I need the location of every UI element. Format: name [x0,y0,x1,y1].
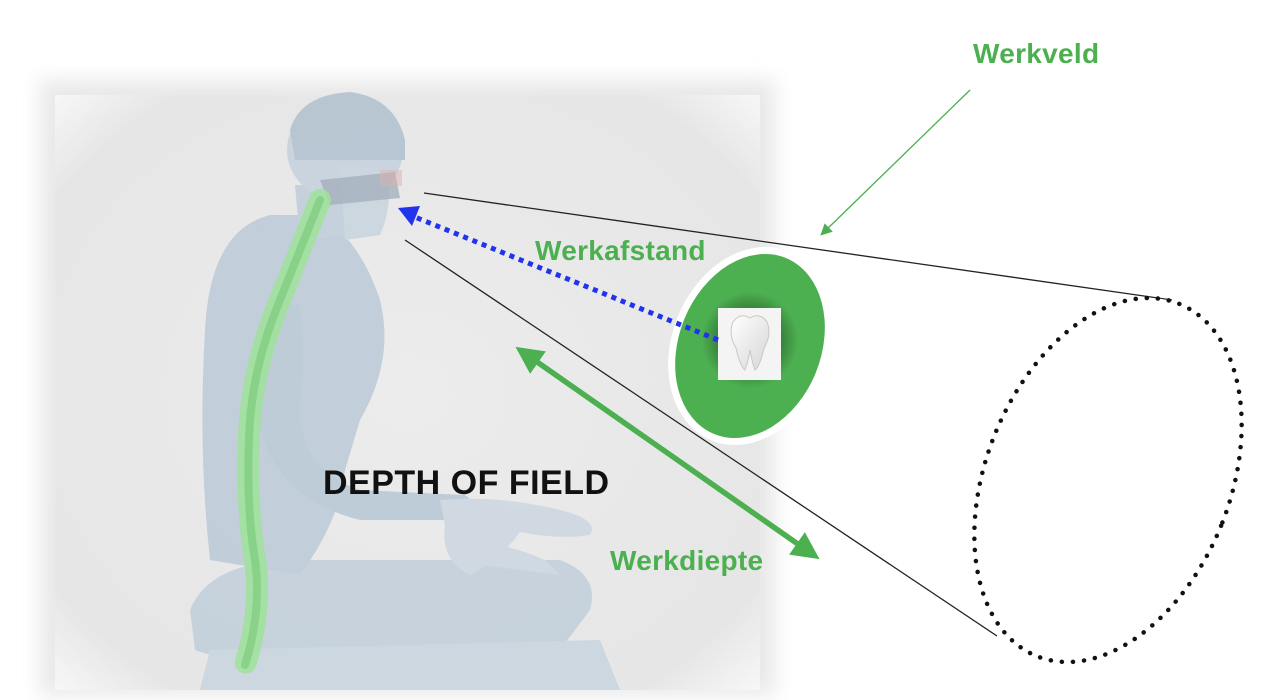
working-depth-arrow [515,346,820,560]
spine-illustration [234,189,331,676]
werkveld-pointer-arrow [820,89,971,236]
cone-upper-line [423,192,1173,301]
far-field-ellipse [972,295,1244,665]
werkdiepte-label: Werkdiepte [610,545,764,576]
depth-of-field-title: DEPTH OF FIELD [323,464,610,502]
werkafstand-label: Werkafstand [535,235,706,266]
working-distance-line [398,206,719,343]
werkveld-label: Werkveld [973,38,1100,69]
